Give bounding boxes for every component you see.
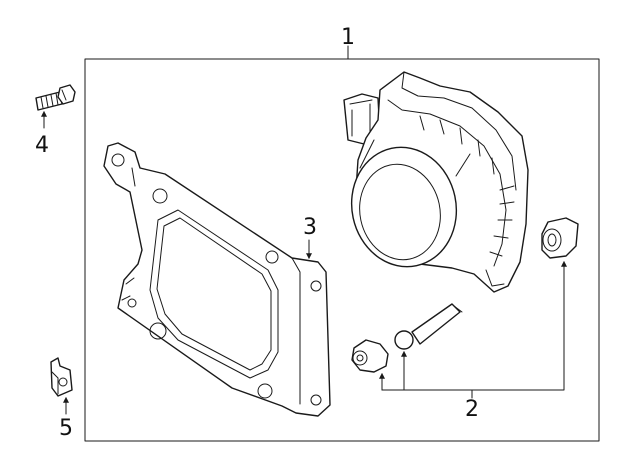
callout-1: 1 (341, 25, 355, 50)
mounting-bracket-icon (103, 142, 331, 417)
radar-sensor-assembly-icon (343, 71, 529, 293)
callout-2: 2 (465, 397, 479, 422)
callout-2-leader-grommet (381, 260, 567, 391)
callout-3: 3 (303, 215, 317, 240)
bushing-and-stud-icon (351, 217, 579, 373)
callout-4: 4 (35, 133, 49, 158)
clip-nut-icon (50, 357, 73, 397)
bolt-icon (35, 84, 76, 111)
assembly-frame (84, 58, 600, 442)
callout-5: 5 (59, 416, 73, 441)
